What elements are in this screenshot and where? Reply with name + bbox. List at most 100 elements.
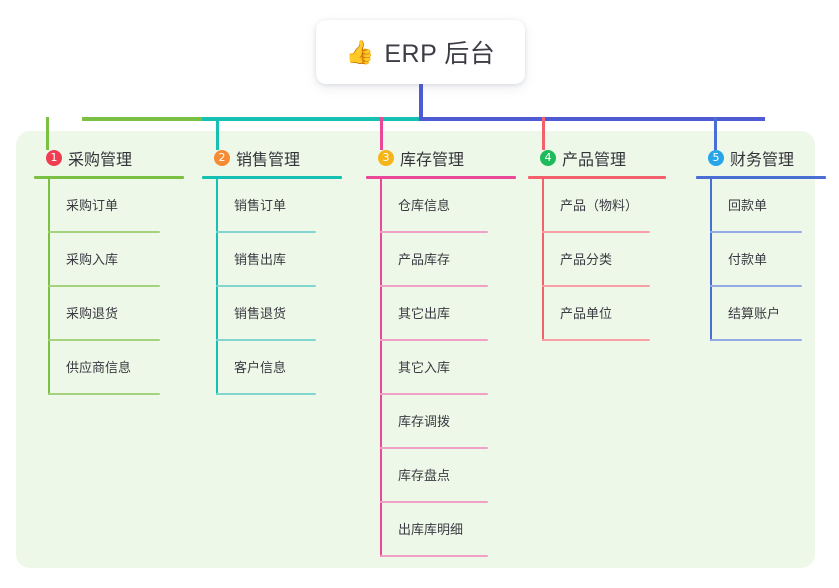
list-item-rule xyxy=(216,285,316,287)
branch-title-label: 库存管理 xyxy=(400,152,465,169)
drop-line-1 xyxy=(46,117,49,150)
list-item[interactable]: 结算账户 xyxy=(710,287,826,341)
list-item-rule xyxy=(216,393,316,395)
list-item-rule xyxy=(380,501,488,503)
teal-segment xyxy=(202,117,420,121)
list-item-label: 供应商信息 xyxy=(66,360,132,375)
branch-header-1[interactable]: 1 采购管理 xyxy=(34,146,184,170)
branch-column-1: 1 采购管理采购订单采购入库采购退货供应商信息 xyxy=(34,146,184,395)
branch-header-rule xyxy=(202,176,342,179)
list-item-rule xyxy=(216,339,316,341)
list-item[interactable]: 库存调拨 xyxy=(380,395,516,449)
branch-title-label: 销售管理 xyxy=(236,152,301,169)
list-item-rule xyxy=(380,555,488,557)
list-item-rule xyxy=(48,285,160,287)
branch-items-list: 回款单付款单结算账户 xyxy=(710,179,826,341)
list-item-label: 结算账户 xyxy=(728,306,781,321)
drop-line-3 xyxy=(380,117,383,150)
branch-items-list: 销售订单销售出库销售退货客户信息 xyxy=(216,179,342,395)
branch-number-badge: 5 xyxy=(708,150,724,166)
list-item-label: 采购退货 xyxy=(66,306,119,321)
list-item-rule xyxy=(542,231,650,233)
list-item[interactable]: 其它入库 xyxy=(380,341,516,395)
branch-items-list: 仓库信息产品库存其它出库其它入库库存调拨库存盘点出库库明细 xyxy=(380,179,516,557)
green-segment xyxy=(82,117,202,121)
list-item-rule xyxy=(216,231,316,233)
background-panel xyxy=(16,131,815,568)
list-item[interactable]: 付款单 xyxy=(710,233,826,287)
list-item-rule xyxy=(380,231,488,233)
list-item-rule xyxy=(710,231,802,233)
list-item[interactable]: 回款单 xyxy=(710,179,826,233)
list-item[interactable]: 销售出库 xyxy=(216,233,342,287)
list-item-rule xyxy=(48,231,160,233)
list-item[interactable]: 库存盘点 xyxy=(380,449,516,503)
list-item-label: 其它入库 xyxy=(398,360,451,375)
list-item-rule xyxy=(380,339,488,341)
list-item-label: 仓库信息 xyxy=(398,198,451,213)
branch-items-list: 采购订单采购入库采购退货供应商信息 xyxy=(48,179,184,395)
list-item-label: 销售出库 xyxy=(234,252,287,267)
branch-spine-line xyxy=(216,179,218,395)
list-item-label: 产品库存 xyxy=(398,252,451,267)
list-item-rule xyxy=(710,339,802,341)
branch-title-label: 采购管理 xyxy=(68,152,133,169)
list-item[interactable]: 采购入库 xyxy=(48,233,184,287)
list-item-label: 采购订单 xyxy=(66,198,119,213)
root-node-title: ERP 后台 xyxy=(384,40,496,68)
list-item[interactable]: 产品分类 xyxy=(542,233,666,287)
list-item-rule xyxy=(542,285,650,287)
branch-spine-line xyxy=(542,179,544,341)
thumbs-up-icon: 👍 xyxy=(345,38,375,65)
list-item[interactable]: 销售订单 xyxy=(216,179,342,233)
list-item[interactable]: 采购订单 xyxy=(48,179,184,233)
branch-number-badge: 1 xyxy=(46,150,62,166)
branch-header-rule xyxy=(696,176,826,179)
list-item[interactable]: 产品（物料） xyxy=(542,179,666,233)
list-item-rule xyxy=(710,285,802,287)
drop-line-4 xyxy=(542,117,545,150)
list-item-label: 采购入库 xyxy=(66,252,119,267)
list-item-label: 付款单 xyxy=(728,252,768,267)
branch-header-rule xyxy=(34,176,184,179)
list-item-label: 产品单位 xyxy=(560,306,613,321)
list-item[interactable]: 出库库明细 xyxy=(380,503,516,557)
list-item[interactable]: 产品库存 xyxy=(380,233,516,287)
list-item-label: 产品分类 xyxy=(560,252,613,267)
root-trunk-line xyxy=(419,84,423,121)
list-item[interactable]: 仓库信息 xyxy=(380,179,516,233)
branch-items-list: 产品（物料） 产品分类产品单位 xyxy=(542,179,666,341)
list-item-label: 库存盘点 xyxy=(398,468,451,483)
list-item[interactable]: 供应商信息 xyxy=(48,341,184,395)
branch-header-rule xyxy=(528,176,666,179)
list-item[interactable]: 产品单位 xyxy=(542,287,666,341)
list-item-label: 出库库明细 xyxy=(398,522,464,537)
branch-spine-line xyxy=(48,179,50,395)
list-item-rule xyxy=(48,393,160,395)
list-item-label: 回款单 xyxy=(728,198,768,213)
list-item[interactable]: 销售退货 xyxy=(216,287,342,341)
list-item-label: 销售退货 xyxy=(234,306,287,321)
list-item[interactable]: 客户信息 xyxy=(216,341,342,395)
list-item-label: 库存调拨 xyxy=(398,414,451,429)
branch-spine-line xyxy=(380,179,382,557)
branch-title-label: 财务管理 xyxy=(730,152,795,169)
branch-header-5[interactable]: 5 财务管理 xyxy=(696,146,826,170)
indigo-segment xyxy=(420,117,765,121)
list-item-rule xyxy=(380,447,488,449)
list-item-rule xyxy=(48,339,160,341)
list-item[interactable]: 其它出库 xyxy=(380,287,516,341)
list-item-label: 其它出库 xyxy=(398,306,451,321)
list-item-rule xyxy=(380,285,488,287)
root-node-card[interactable]: 👍 ERP 后台 xyxy=(316,20,525,84)
list-item-rule xyxy=(380,393,488,395)
list-item[interactable]: 采购退货 xyxy=(48,287,184,341)
list-item-label: 产品（物料） xyxy=(560,198,639,213)
